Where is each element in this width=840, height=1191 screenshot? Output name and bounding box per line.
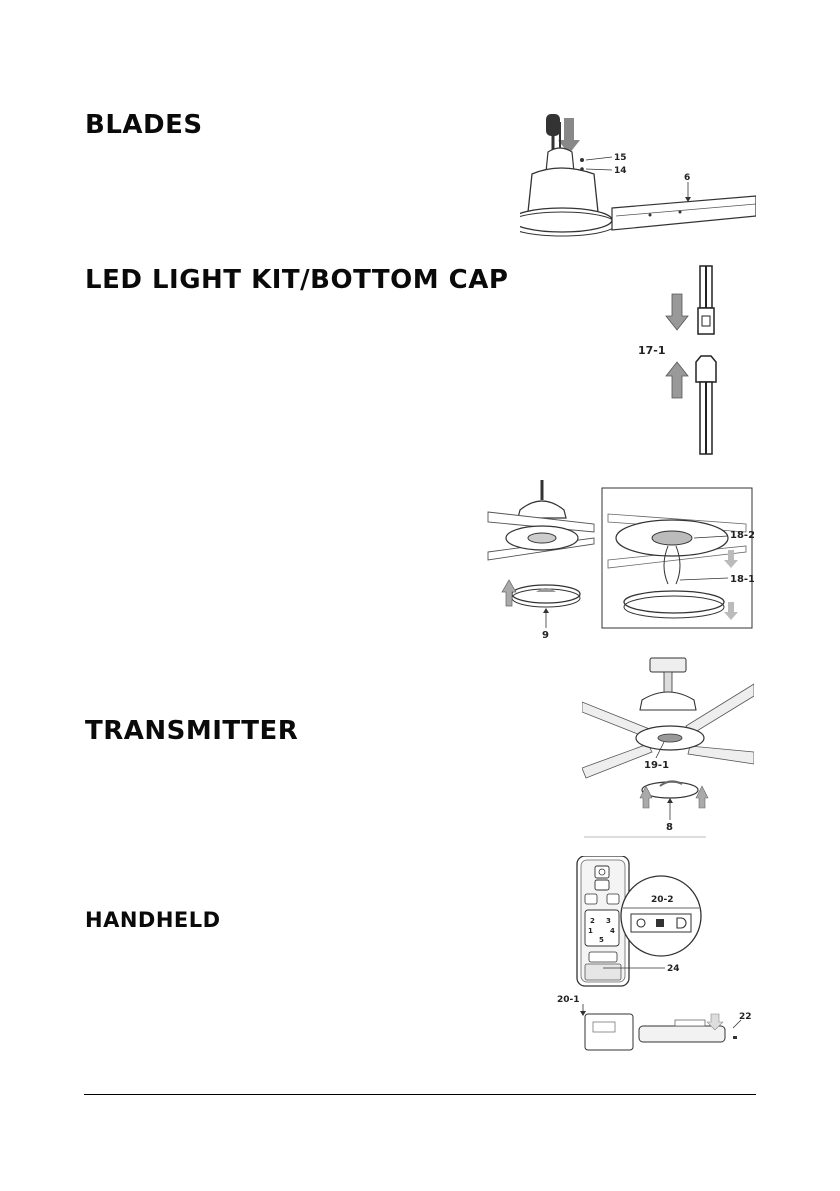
label-blade: 6 [684, 173, 690, 183]
transmitter-heading: TRANSMITTER [85, 716, 298, 746]
label-handheld-screw: 22 [739, 1012, 752, 1022]
blades-diagram: 15 14 6 [520, 112, 756, 240]
transmitter-diagram: 19-1 8 [582, 656, 754, 840]
label-battery-cover: 24 [667, 964, 680, 974]
button-label-2: 2 [590, 917, 595, 925]
label-screw: 15 [614, 153, 627, 163]
label-switch: 20-2 [651, 895, 674, 905]
up-arrow-icon [666, 362, 688, 398]
button-label-1: 1 [588, 927, 593, 935]
light-kit-mount-diagram: 9 18-2 18-1 [484, 480, 754, 640]
led-light-kit-heading: LED LIGHT KIT/BOTTOM CAP [85, 265, 508, 295]
footer-rule [84, 1094, 756, 1095]
label-washer: 14 [614, 166, 627, 176]
button-label-4: 4 [610, 927, 615, 935]
label-plate: 18-2 [730, 530, 754, 541]
label-transmitter-cover: 8 [666, 822, 673, 833]
button-label-5: 5 [599, 936, 604, 944]
label-kit: 18-1 [730, 574, 754, 585]
blade-part [612, 196, 756, 230]
label-transmitter-screw: 19-1 [644, 760, 669, 771]
connector-diagram: 17-1 [636, 264, 726, 456]
label-cap: 9 [542, 630, 549, 640]
button-label-3: 3 [606, 917, 611, 925]
screwdriver-icon [546, 114, 560, 136]
blades-heading: BLADES [85, 110, 203, 140]
label-remote: 20-1 [557, 995, 580, 1005]
handheld-heading: HANDHELD [85, 908, 221, 932]
handheld-diagram: 2 3 1 4 5 24 20-2 20-1 22 [555, 856, 755, 1054]
down-arrow-icon [666, 294, 688, 330]
label-connector: 17-1 [638, 344, 666, 357]
